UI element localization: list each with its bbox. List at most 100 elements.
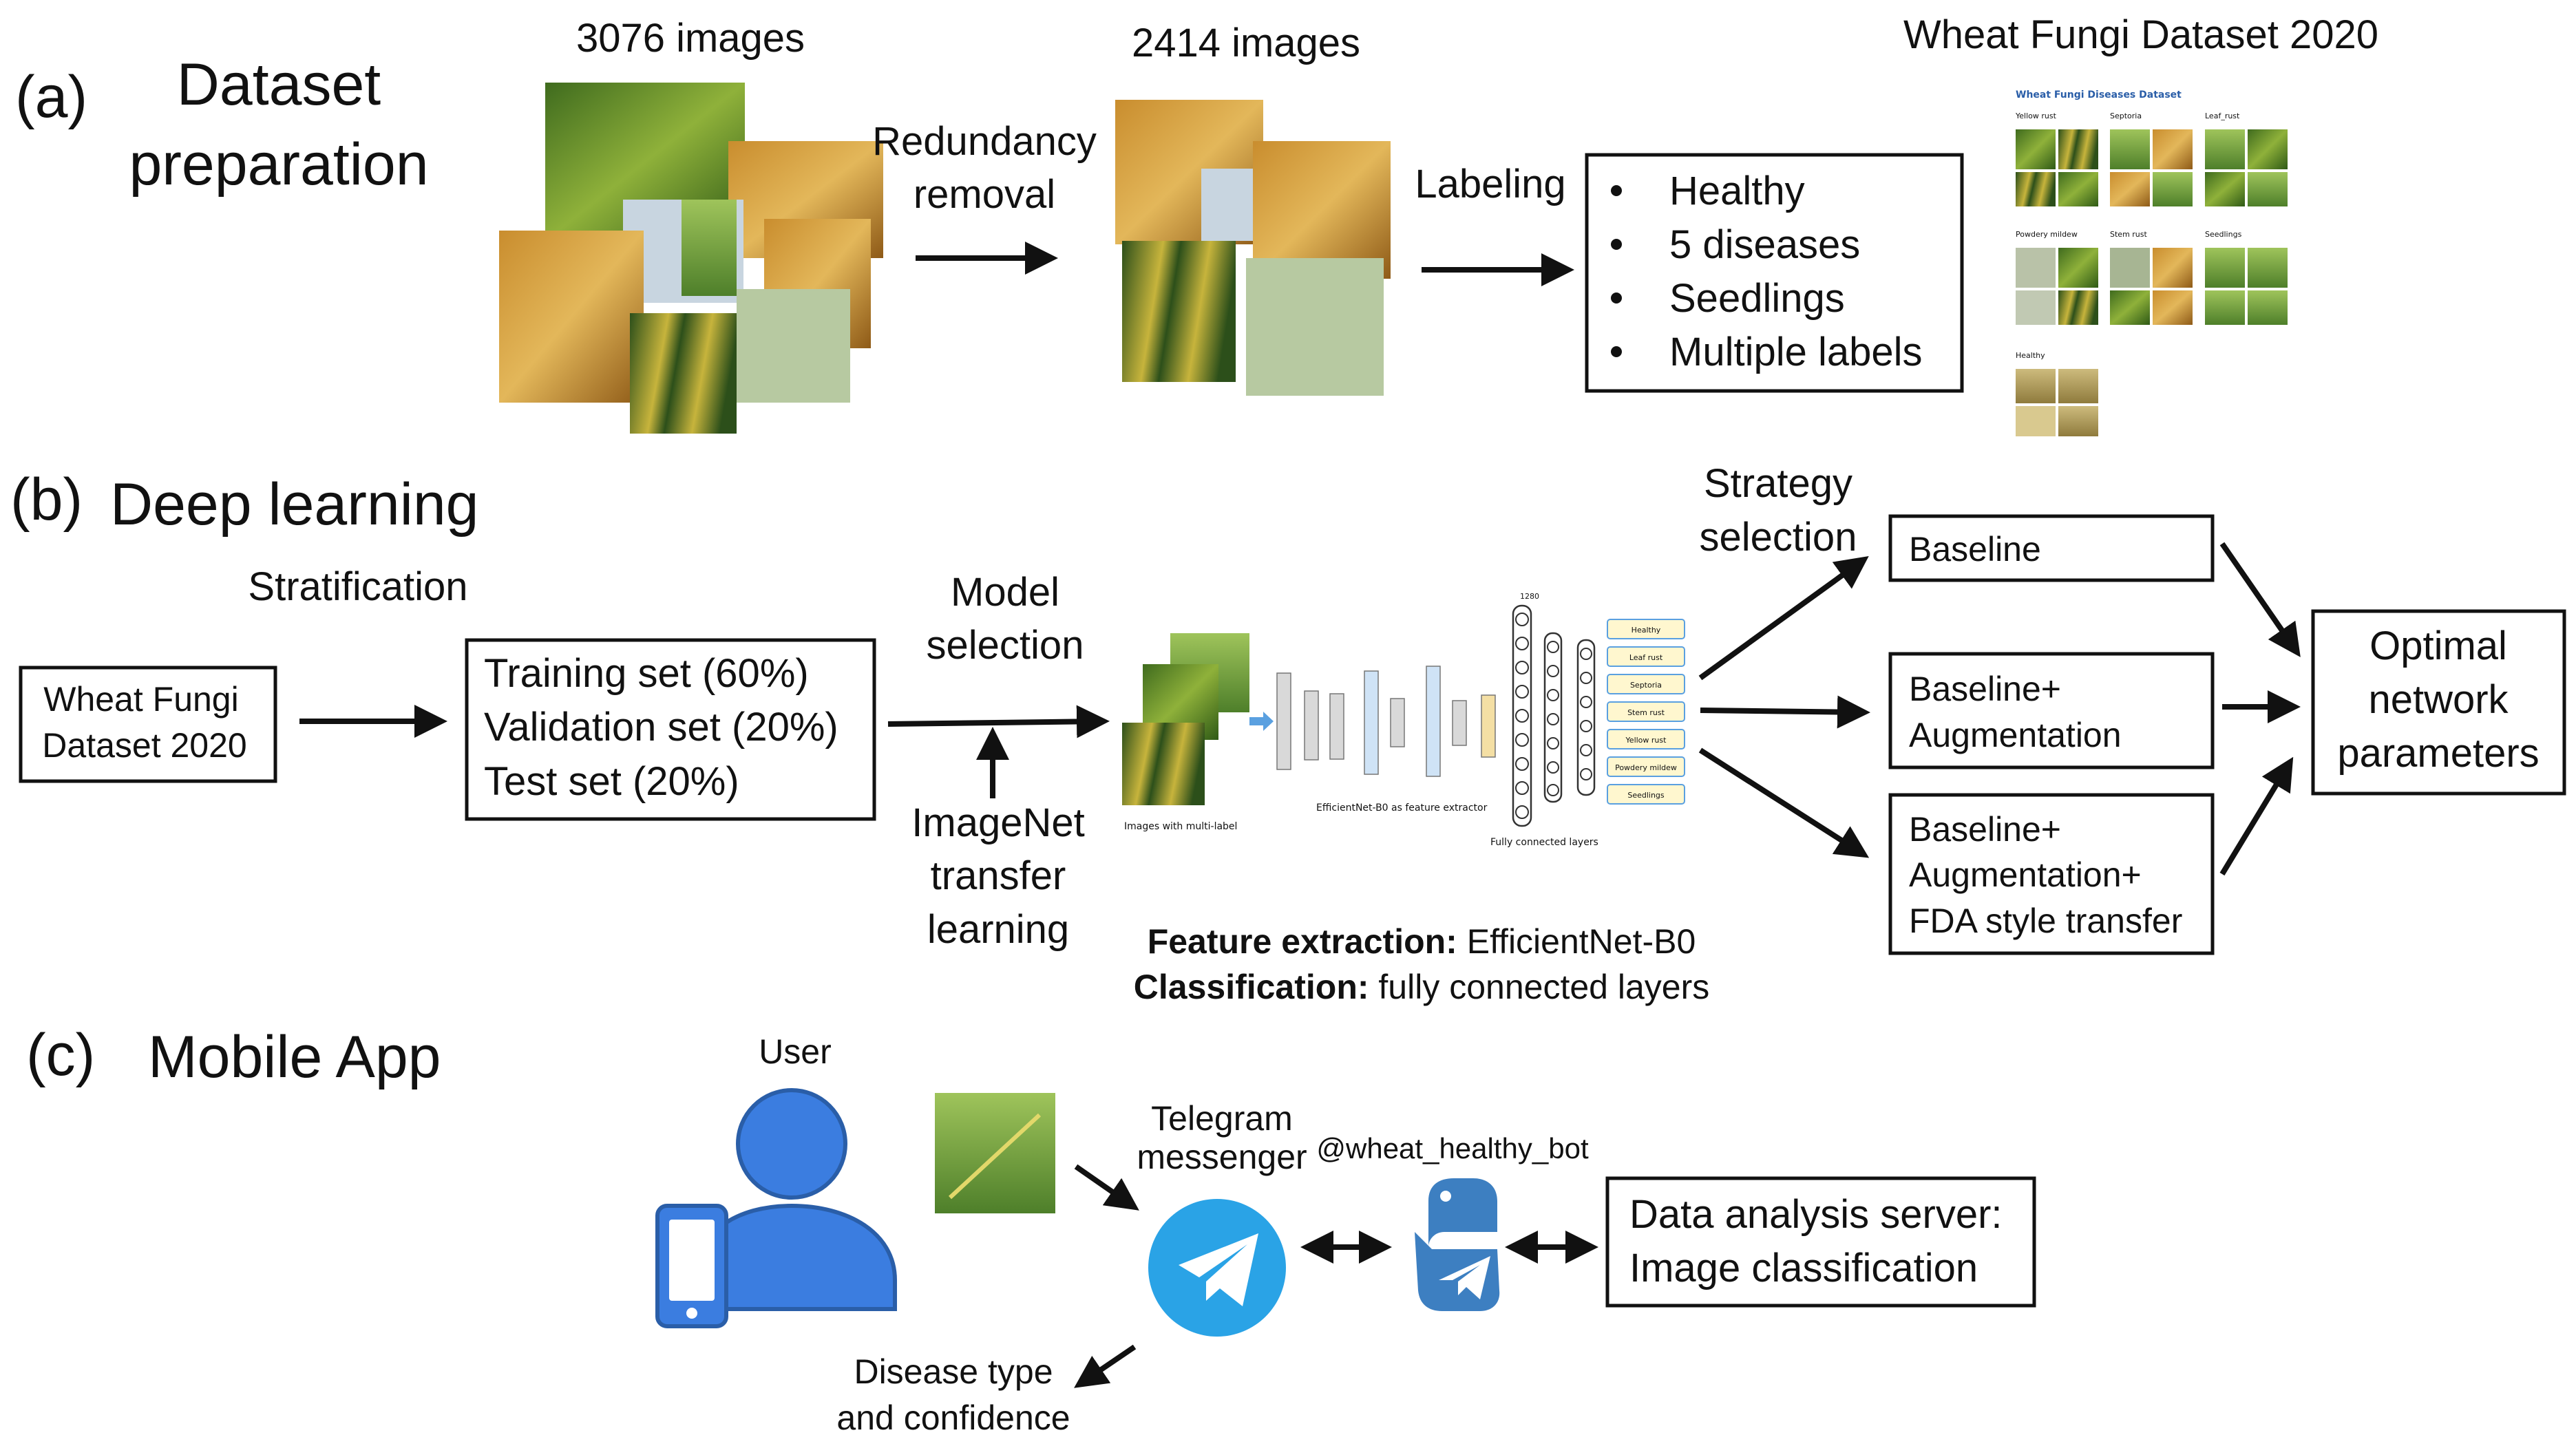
layer-block: [1329, 693, 1344, 760]
strategy-line1: Strategy: [1704, 461, 1852, 506]
thumbnail-image: [2058, 290, 2098, 325]
server-line1: Data analysis server:: [1629, 1192, 2003, 1237]
fc-neuron: [1515, 805, 1529, 819]
optimal-line3: parameters: [2337, 731, 2539, 776]
output-class-label: Stem rust: [1627, 708, 1665, 717]
photo-tile: [737, 289, 850, 403]
thumbnail-image: [2058, 129, 2098, 169]
thumbnail-image: [2058, 406, 2098, 436]
output-class-label: Healthy: [1632, 626, 1661, 635]
input-arrow-icon: [1249, 712, 1274, 731]
strategy-fda-line3: FDA style transfer: [1909, 902, 2182, 940]
classification-value: fully connected layers: [1369, 968, 1710, 1006]
arrow-fda-to-optimal: [2219, 756, 2294, 876]
label-list-item: Seedlings: [1669, 276, 1845, 321]
output-class-label: Seedlings: [1627, 791, 1665, 800]
optimal-line1: Optimal: [2369, 624, 2507, 668]
model-selection-line1: Model: [951, 570, 1059, 615]
dataset-title: Wheat Fungi Dataset 2020: [1903, 12, 2378, 57]
label-list-box: [1585, 153, 1964, 393]
thumbnail-image: [2016, 129, 2056, 169]
photo-tile: [682, 200, 737, 296]
thumbnail-class-label: Septoria: [2110, 111, 2142, 120]
split-test: Test set (20%): [484, 759, 739, 804]
arrow-photo-to-telegram: [1074, 1164, 1139, 1211]
panel-a-title-line2: preparation: [129, 131, 428, 198]
telegram-icon: [1148, 1199, 1286, 1337]
strategy-augmentation-line1: Baseline+: [1909, 670, 2061, 708]
server-line2: Image classification: [1629, 1246, 1978, 1290]
bullet: [1611, 239, 1622, 250]
fc-column: [1576, 639, 1596, 796]
fc-neuron: [1580, 768, 1592, 780]
thumbnail-image: [2153, 248, 2193, 288]
output-class-box: [1607, 674, 1685, 694]
layer-block: [1452, 700, 1467, 746]
thumbnail-image: [2110, 129, 2150, 169]
fc-column: [1512, 604, 1532, 827]
bullet: [1611, 293, 1622, 304]
output-class-label: Septoria: [1630, 681, 1662, 690]
thumbnail-image: [2016, 369, 2056, 403]
panel-b-letter: (b): [10, 467, 83, 533]
output-class-box: [1607, 701, 1685, 722]
fc-neuron: [1547, 761, 1559, 774]
server-box: [1605, 1176, 2036, 1308]
dataset-box-line1: Wheat Fungi: [43, 680, 238, 719]
strategy-line2: selection: [1700, 515, 1857, 560]
label-list: Healthy 5 diseases Seedlings Multiple la…: [1611, 169, 1923, 374]
feature-extraction-caption: Feature extraction: EfficientNet-B0: [1148, 922, 1696, 961]
optimal-box: [2311, 609, 2566, 796]
thumbnail-image: [2205, 290, 2245, 325]
fc-neuron: [1547, 713, 1559, 725]
split-training: Training set (60%): [484, 651, 809, 696]
count-after-label: 2414 images: [1132, 21, 1360, 65]
thumbnail-image: [2016, 172, 2056, 206]
redundancy-label-line1: Redundancy: [872, 119, 1097, 164]
layer-block: [1276, 672, 1291, 770]
output-class-box: [1607, 646, 1685, 667]
telegram-label-line1: Telegram: [1151, 1099, 1293, 1138]
fc-neuron: [1515, 661, 1529, 674]
thumbnail-image: [2016, 290, 2056, 325]
strategy-augmentation-line2: Augmentation: [1909, 716, 2122, 754]
fc-neuron: [1515, 637, 1529, 650]
arrow-to-baseline: [1698, 555, 1869, 681]
panel-c-letter: (c): [26, 1022, 95, 1088]
panel-b-title: Deep learning: [110, 471, 478, 538]
fc-neuron: [1580, 648, 1592, 660]
output-class-label: Yellow rust: [1625, 736, 1667, 745]
fc-neuron: [1515, 613, 1529, 626]
thumbnail-image: [2058, 369, 2098, 403]
python-bot-icon: [1415, 1178, 1500, 1311]
panel-a-title-line1: Dataset: [177, 52, 381, 118]
transfer-line1: ImageNet: [911, 800, 1084, 845]
layer-block: [1304, 690, 1319, 761]
photo-tile: [630, 313, 737, 434]
thumbnail-class-label: Healthy: [2016, 351, 2045, 360]
photo-tile: [499, 231, 644, 403]
labeling-label: Labeling: [1415, 162, 1565, 206]
user-label: User: [759, 1032, 832, 1071]
telegram-label-line2: messenger: [1137, 1138, 1307, 1176]
layer-block: [1481, 694, 1496, 758]
thumbnail-image: [2205, 129, 2245, 169]
strategy-fda-line1: Baseline+: [1909, 810, 2061, 849]
dataset-box: [19, 666, 277, 783]
thumbnail-image: [2110, 248, 2150, 288]
photo-stroke: [948, 1113, 1042, 1200]
thumbnail-image: [2110, 290, 2150, 325]
output-class-box: [1607, 619, 1685, 639]
layer-block: [1364, 670, 1379, 775]
dataset-thumbnail: Wheat Fungi Diseases Dataset Yellow rust…: [2015, 89, 2288, 436]
fc-neuron: [1547, 689, 1559, 701]
arrow-baseline-to-optimal: [2219, 542, 2301, 657]
thumbnail-title: Wheat Fungi Diseases Dataset: [2016, 89, 2182, 100]
classification-caption: Classification: fully connected layers: [1134, 968, 1709, 1006]
output-class-box: [1607, 756, 1685, 777]
transfer-line2: transfer: [931, 853, 1066, 898]
fc-neuron: [1515, 733, 1529, 747]
thumbnail-image: [2016, 406, 2056, 436]
strategy-augmentation-box: [1888, 652, 2215, 769]
panel-a: (a) Dataset preparation 3076 images Redu…: [15, 12, 2378, 436]
